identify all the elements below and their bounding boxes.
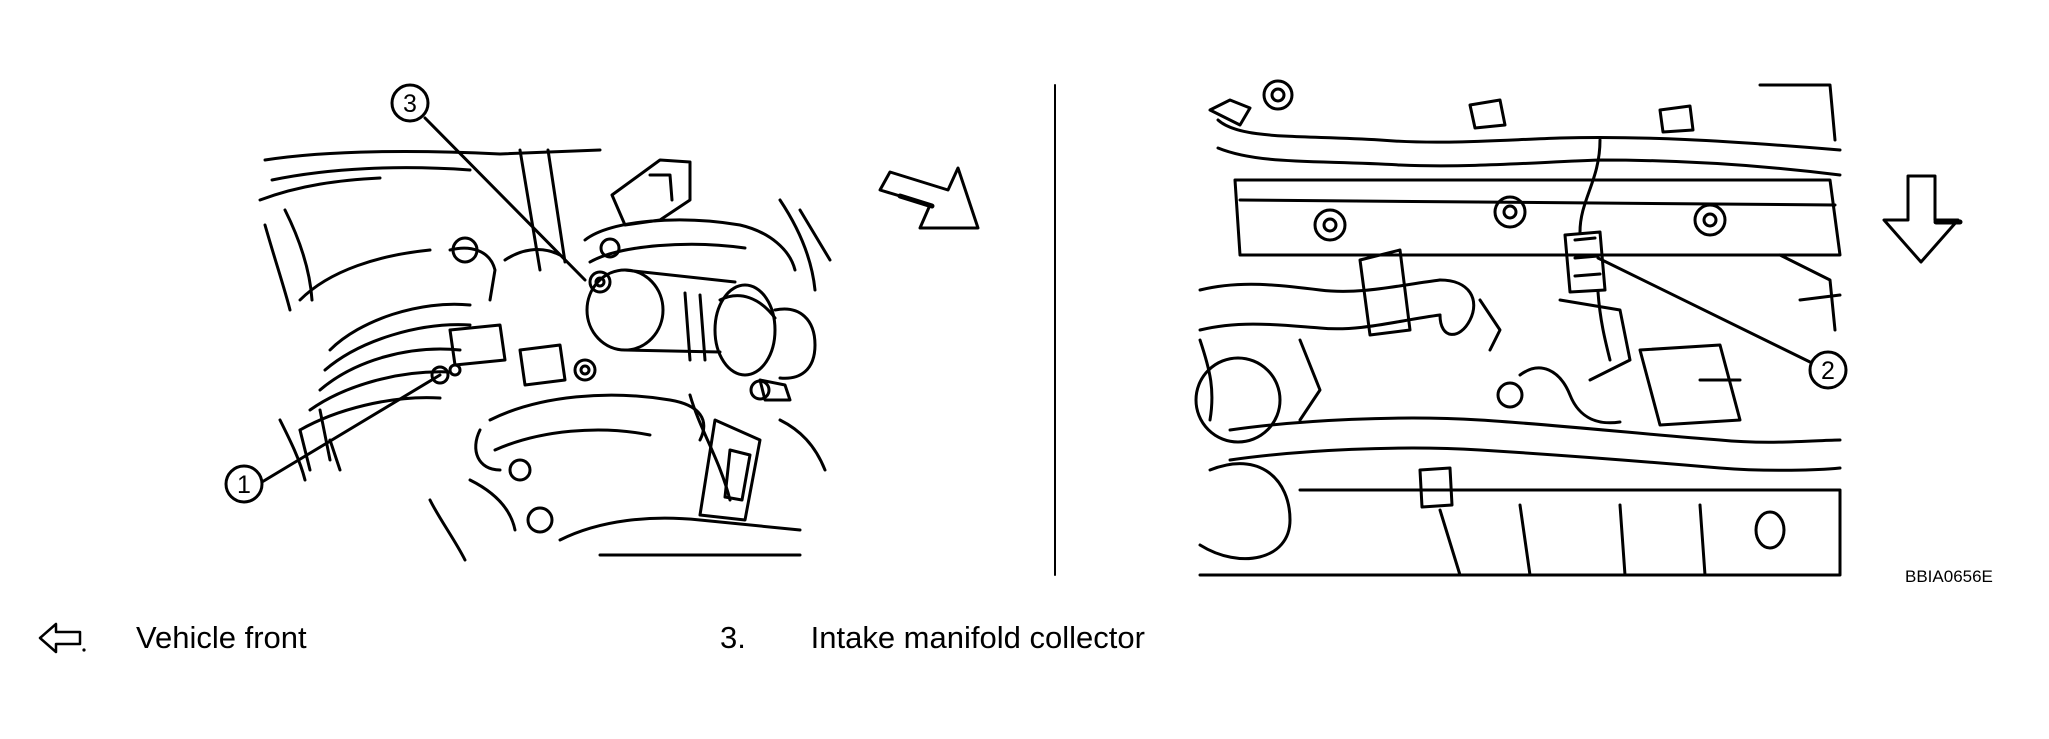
legend-vehicle-front-text: Vehicle front bbox=[136, 620, 307, 655]
callout-3-leader bbox=[423, 116, 587, 282]
figure-code: BBIA0656E bbox=[1905, 567, 1993, 586]
legend-vehicle-front: Vehicle front bbox=[36, 618, 307, 658]
engine-left-illustration bbox=[258, 148, 832, 562]
callout-2-leader bbox=[1596, 256, 1812, 364]
front-arrow-icon bbox=[38, 622, 86, 654]
callout-3-circle bbox=[390, 83, 430, 123]
vehicle-front-diagonal-arrow-icon bbox=[878, 166, 980, 230]
diagram-figure: 3 1 2 bbox=[224, 79, 1963, 577]
legend-item-3-text: Intake manifold collector bbox=[810, 620, 1145, 655]
vehicle-front-down-arrow-icon bbox=[1882, 174, 1960, 264]
callout-2-label: 2 bbox=[1821, 357, 1835, 385]
legend-item-3-number: 3. bbox=[720, 620, 746, 655]
callout-1-leader bbox=[260, 373, 442, 484]
legend-item-3: 3. Intake manifold collector bbox=[720, 618, 1145, 658]
callout-2-circle bbox=[1808, 350, 1848, 390]
callout-1-label: 1 bbox=[237, 471, 251, 499]
engine-right-illustration bbox=[1194, 79, 1842, 577]
callout-3-label: 3 bbox=[403, 90, 417, 118]
callout-1-circle bbox=[224, 464, 264, 504]
